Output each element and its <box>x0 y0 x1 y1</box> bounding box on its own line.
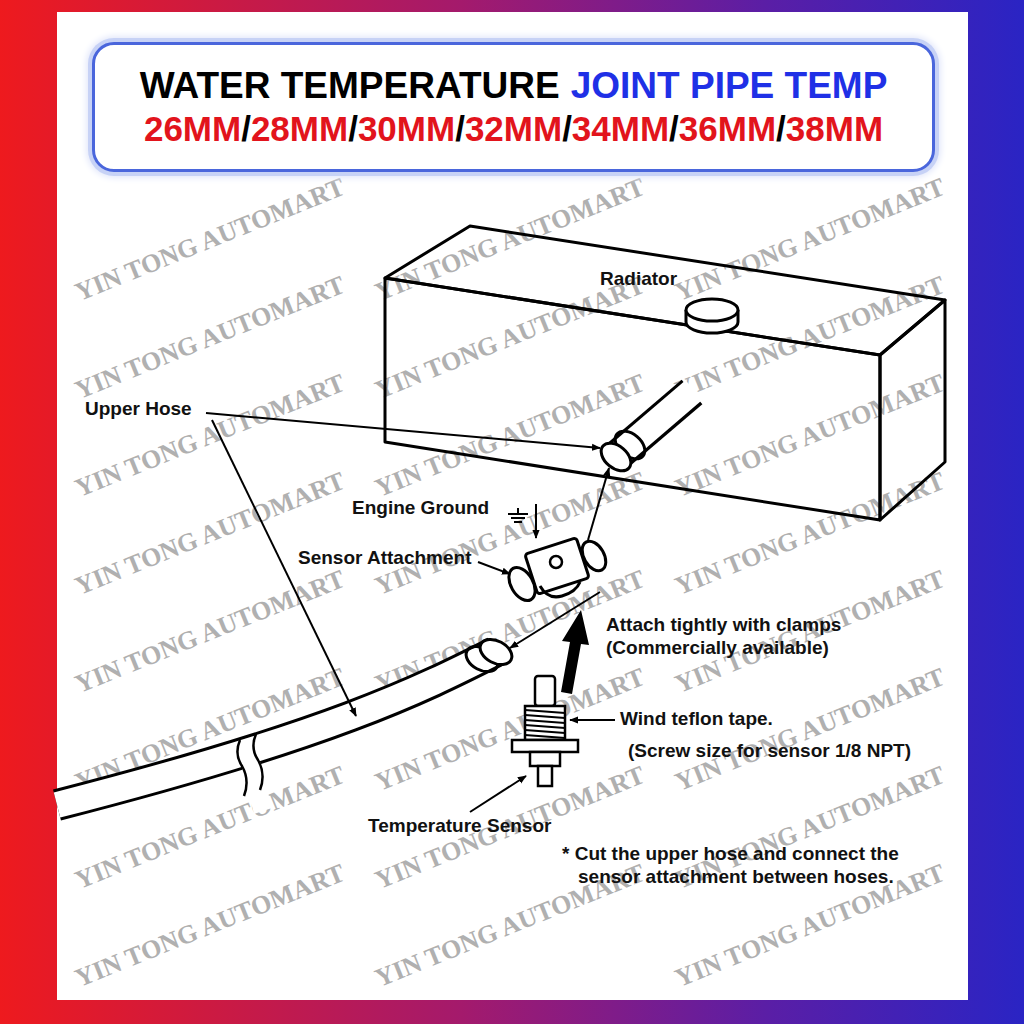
size-list: 26MM/28MM/30MM/32MM/34MM/36MM/38MM <box>144 108 883 150</box>
size-separator: / <box>241 109 251 148</box>
attachment-clamp <box>540 582 580 597</box>
ground-leader <box>535 504 537 538</box>
subtitle-text: JOINT PIPE TEMP <box>571 65 888 106</box>
part-label: Attach tightly with clamps (Commercially… <box>606 614 878 660</box>
size-value: 32MM <box>465 109 562 148</box>
inlet-end <box>596 438 636 477</box>
thread-line <box>525 735 565 738</box>
radiator-front <box>385 278 880 520</box>
size-value: 38MM <box>786 109 883 148</box>
attachment-leader <box>478 562 510 574</box>
hose-end <box>476 634 516 669</box>
thread-lines <box>525 710 565 738</box>
upper-hose-leader <box>206 413 600 448</box>
part-label: Sensor Attachment <box>298 547 472 570</box>
attach-arrow <box>588 468 609 540</box>
part-label: Radiator <box>600 268 677 291</box>
hose <box>57 651 497 805</box>
size-separator: / <box>348 109 358 148</box>
part-label: Engine Ground <box>352 497 489 520</box>
size-value: 30MM <box>358 109 455 148</box>
part-label: (Screw size for sensor 1/8 NPT) <box>628 740 911 763</box>
size-separator: / <box>669 109 679 148</box>
insert-arrow <box>561 610 589 694</box>
part-label: Wind teflon tape. <box>620 708 773 731</box>
inlet-pipe <box>617 390 694 456</box>
install-note: * Cut the upper hose and connect the sen… <box>562 843 950 889</box>
thread-line <box>525 710 565 713</box>
attachment-port <box>550 556 562 568</box>
hose-break-mark <box>237 740 246 796</box>
radiator-body <box>385 226 945 520</box>
tape-leader <box>570 719 615 721</box>
size-value: 36MM <box>679 109 776 148</box>
size-value: 34MM <box>572 109 669 148</box>
temperature-sensor <box>512 676 578 786</box>
part-label: Upper Hose <box>85 398 192 421</box>
thread-line <box>525 720 565 723</box>
radiator-side <box>880 300 945 520</box>
thread-line <box>525 715 565 718</box>
hose-break-mark <box>253 734 262 790</box>
size-value: 28MM <box>251 109 348 148</box>
ground-symbol <box>508 508 528 522</box>
radiator-cap-top <box>686 299 738 321</box>
sensor-leader <box>470 776 526 812</box>
title-line: WATER TEMPERATURE JOINT PIPE TEMP <box>140 64 888 108</box>
title-text: WATER TEMPERATURE <box>140 65 560 106</box>
thread-line <box>525 725 565 728</box>
thread-line <box>525 730 565 733</box>
size-separator: / <box>776 109 786 148</box>
size-separator: / <box>455 109 465 148</box>
attachment-inlet <box>503 563 540 605</box>
part-label: Temperature Sensor <box>368 815 551 838</box>
size-value: 26MM <box>144 109 241 148</box>
size-separator: / <box>562 109 572 148</box>
title-banner: WATER TEMPERATUREJOINT PIPE TEMP26MM/28M… <box>92 42 935 172</box>
